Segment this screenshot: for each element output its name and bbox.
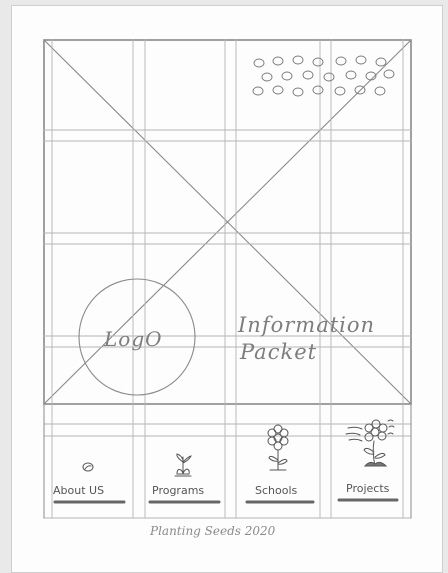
- flower-icon: [268, 425, 288, 470]
- nav-item-about-us[interactable]: About US: [53, 484, 104, 497]
- nav-item-schools[interactable]: Schools: [255, 484, 297, 497]
- info-heading-line1: Information: [238, 315, 375, 336]
- info-heading-line2: Packet: [240, 342, 317, 363]
- grid-columns: [52, 40, 403, 518]
- footer-text: Planting Seeds 2020: [150, 524, 275, 538]
- seed-pattern: [253, 56, 394, 96]
- logo-placeholder-label: LogO: [104, 329, 163, 349]
- nav-item-projects[interactable]: Projects: [346, 482, 389, 495]
- sprout-icon: [175, 454, 191, 476]
- windy-flower-icon: [346, 420, 394, 466]
- seed-icon: [83, 463, 93, 471]
- nav-item-programs[interactable]: Programs: [152, 484, 204, 497]
- nav-underlines: [55, 500, 397, 502]
